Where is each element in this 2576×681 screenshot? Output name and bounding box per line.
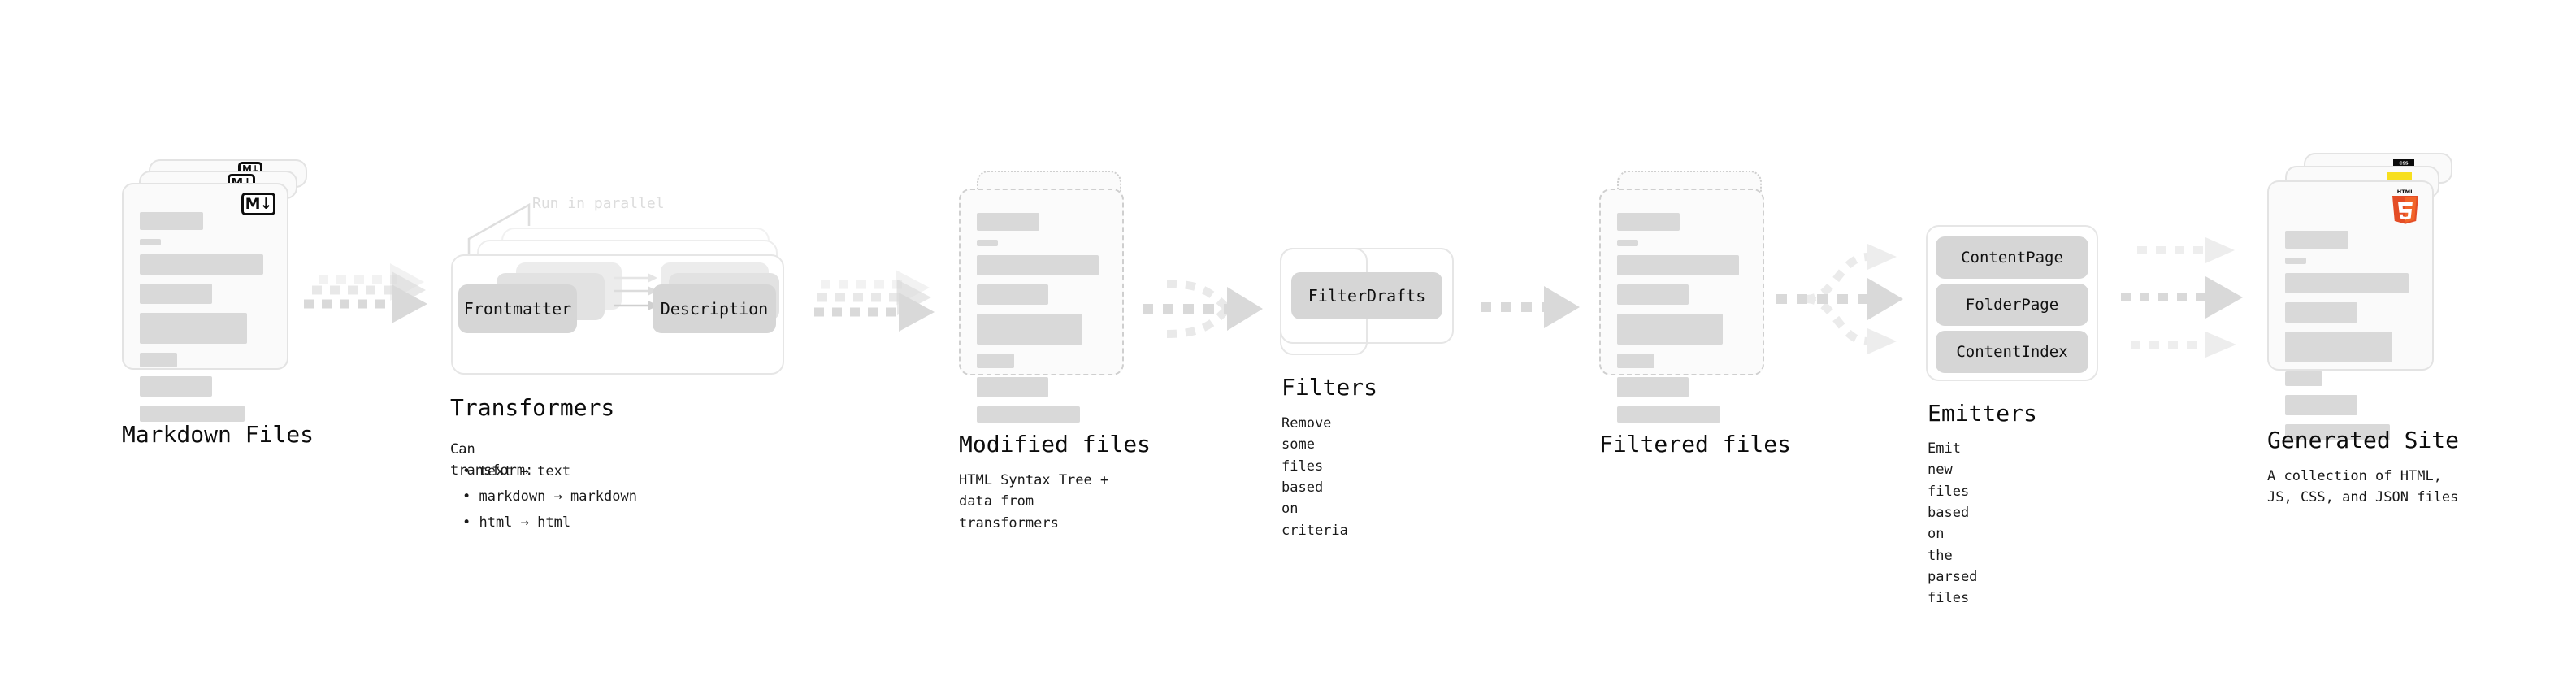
markdown-file-stack: M↓ M↓ M↓ <box>122 159 309 422</box>
content-bar <box>2285 424 2390 440</box>
arrowhead <box>1867 328 1897 354</box>
modified-card-front <box>959 189 1124 423</box>
arrowhead <box>2205 276 2243 319</box>
filtered-file-stack <box>1599 171 1774 423</box>
content-bar <box>1616 406 1721 423</box>
emitter-chip-contentpage[interactable]: ContentPage <box>1936 236 2088 279</box>
arrowhead <box>1544 286 1580 328</box>
content-bar <box>140 313 247 344</box>
content-bar <box>140 353 178 367</box>
run-in-parallel-annotation: Run in parallel <box>532 195 665 212</box>
chip-label: ContentPage <box>1961 249 2063 267</box>
site-card-html: HTML <box>2267 180 2434 440</box>
connector-filters-to-filtered <box>1477 283 1591 332</box>
chip-label: ContentIndex <box>1956 343 2068 361</box>
content-bar <box>1616 354 1654 368</box>
arrowhead <box>899 293 935 332</box>
arrowhead <box>1867 278 1903 320</box>
content-bar <box>2285 302 2358 323</box>
markdown-card-front: M↓ <box>122 183 288 422</box>
content-bar <box>2285 273 2409 293</box>
content-bar <box>140 284 213 304</box>
modified-file-stack <box>959 171 1134 423</box>
content-bar <box>976 284 1049 305</box>
arrowhead <box>1867 244 1897 270</box>
list-item: • text → text <box>462 463 571 479</box>
content-bar <box>140 212 203 230</box>
stage-caption: A collection of HTML, JS, CSS, and JSON … <box>2267 468 2459 506</box>
card-content-lines <box>140 212 274 431</box>
content-bar <box>2285 258 2307 264</box>
card-content-lines <box>976 213 1109 432</box>
transformer-chip-description[interactable]: Description <box>653 284 776 333</box>
arrowhead <box>2205 332 2236 358</box>
chip-label: FolderPage <box>1965 296 2059 314</box>
content-bar <box>1616 213 1680 231</box>
arrowhead <box>392 284 427 323</box>
content-bar <box>140 254 263 275</box>
html5-icon: HTML <box>2392 189 2418 224</box>
content-bar <box>976 377 1049 397</box>
content-bar <box>1616 240 1638 246</box>
content-bar <box>1616 255 1740 275</box>
stage-caption: HTML Syntax Tree + data from transformer… <box>959 472 1109 531</box>
content-bar <box>976 213 1039 231</box>
emitter-chip-contentindex[interactable]: ContentIndex <box>1936 331 2088 373</box>
stage-caption: Can transform: <box>450 441 534 479</box>
stage-title: Filtered files <box>1599 431 1792 458</box>
connector-emitters-to-site <box>2121 236 2267 378</box>
stage-filtered-files: Filtered files <box>1599 171 1791 458</box>
chip-label: Description <box>660 299 769 319</box>
content-bar <box>2285 332 2392 362</box>
filters-outline <box>1280 248 1454 344</box>
stage-title: Emitters <box>1928 400 2037 427</box>
chip-label: Frontmatter <box>463 299 572 319</box>
chip-label: FilterDrafts <box>1308 286 1426 306</box>
content-bar <box>140 406 245 422</box>
content-bar <box>140 239 162 245</box>
content-bar <box>140 376 213 397</box>
stage-caption: Remove some files based on criteria <box>1281 415 1348 539</box>
transform-list: • text → text • markdown → markdown • ht… <box>462 459 637 536</box>
svg-text:CSS: CSS <box>2399 162 2408 167</box>
connector-filtered-to-emitters <box>1776 234 1931 364</box>
stage-modified-files: Modified files HTML Syntax Tree + data f… <box>959 171 1151 531</box>
arrowhead <box>2205 237 2235 263</box>
stage-generated-site: CSS HTML <box>2267 153 2462 505</box>
content-bar <box>1616 314 1724 345</box>
stage-title: Modified files <box>959 431 1151 458</box>
content-bar <box>1616 377 1689 397</box>
svg-text:HTML: HTML <box>2397 189 2413 195</box>
list-item: • markdown → markdown <box>462 488 637 505</box>
card-content-lines <box>2285 231 2419 449</box>
content-bar <box>976 240 998 246</box>
content-bar <box>2285 231 2348 249</box>
filter-chip-filterdrafts[interactable]: FilterDrafts <box>1291 272 1442 319</box>
connector-modified-to-filters <box>1136 264 1278 362</box>
card-content-lines <box>1616 213 1750 432</box>
content-bar <box>976 406 1081 423</box>
stage-title: Markdown Files <box>122 421 314 448</box>
content-bar <box>976 354 1014 368</box>
content-bar <box>2285 371 2323 386</box>
filtered-card-front <box>1599 189 1764 423</box>
markdown-icon: M↓ <box>241 193 275 215</box>
stage-markdown-files: M↓ M↓ M↓ Markdown Files <box>122 159 314 448</box>
stage-title: Generated Site <box>2267 427 2460 453</box>
emitter-chip-folderpage[interactable]: FolderPage <box>1936 284 2088 326</box>
content-bar <box>2285 395 2358 415</box>
stage-caption: Emit new files based on the parsed files <box>1928 440 1978 607</box>
list-item: • html → html <box>462 514 571 531</box>
connector-transformers-to-modified <box>814 268 952 349</box>
stage-title: Transformers <box>450 394 615 421</box>
stage-title: Filters <box>1281 374 1378 401</box>
generated-site-stack: CSS HTML <box>2267 153 2462 440</box>
content-bar <box>1616 284 1689 305</box>
content-bar <box>976 314 1083 345</box>
connector-md-to-transformers <box>301 260 431 349</box>
content-bar <box>976 255 1099 275</box>
transformer-chip-frontmatter[interactable]: Frontmatter <box>458 284 577 333</box>
arrowhead <box>1227 287 1263 331</box>
transformer-inner-arrows <box>614 273 659 310</box>
